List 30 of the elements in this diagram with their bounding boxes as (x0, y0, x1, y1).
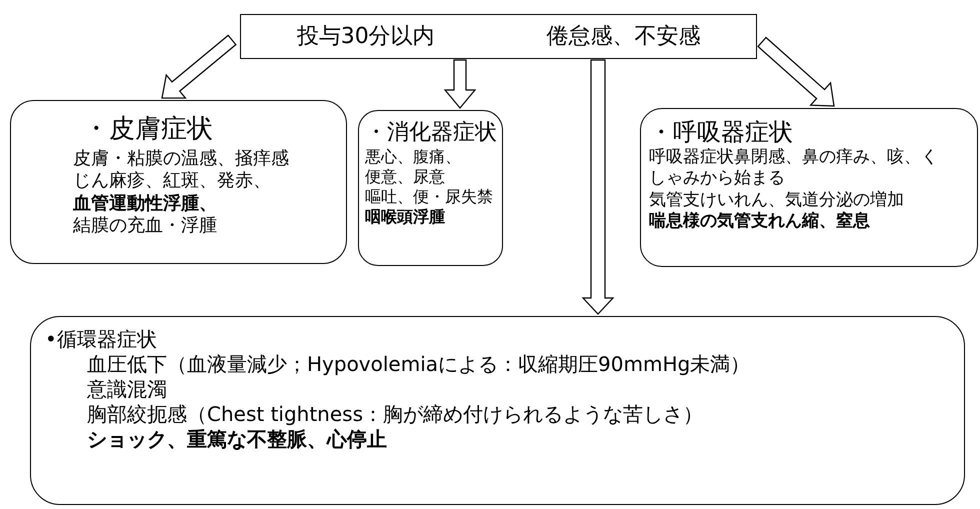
block-arrow (444, 59, 476, 109)
header-text: 倦怠感、不安感 (546, 22, 700, 50)
header-box (240, 14, 757, 59)
symptom-text: 咽喉頭浮腫 (365, 206, 446, 226)
section-heading: •循環器症状 (45, 327, 158, 352)
symptom-box (10, 100, 347, 264)
section-heading: ・皮膚症状 (83, 113, 214, 146)
symptom-box (30, 316, 965, 505)
symptom-text: 血圧低下（血液量減少；Hypovolemiaによる：収縮期圧90mmHg未満） (87, 352, 752, 377)
block-arrow (757, 36, 835, 107)
symptom-text: 嘔吐、便・尿失禁 (365, 186, 494, 206)
symptom-box (640, 108, 978, 267)
symptom-text: じん麻疹、紅斑、発赤、 (73, 170, 272, 192)
symptom-text: 便意、尿意 (365, 166, 446, 186)
symptom-text: 血管運動性浮腫、 (73, 192, 218, 215)
symptom-text: ショック、重篤な不整脈、心停止 (87, 427, 388, 452)
symptom-text: 呼吸器症状鼻閉感、鼻の痒み、咳、くしゃみから始まる (649, 147, 939, 190)
symptom-text: 悪心、腹痛、 (365, 146, 462, 166)
header-text: 投与30分以内 (296, 22, 435, 50)
block-arrow (582, 59, 614, 315)
symptom-text: 皮膚・粘膜の温感、掻痒感 (73, 148, 290, 170)
section-heading: ・消化器症状 (365, 119, 498, 146)
symptom-text: 結膜の充血・浮腫 (73, 215, 218, 238)
section-heading: ・呼吸器症状 (649, 117, 794, 147)
symptom-text: 喘息様の気管支れん縮、窒息 (649, 210, 871, 232)
block-arrow (161, 34, 237, 99)
symptom-text: 意識混濁 (87, 377, 168, 402)
symptom-box (358, 110, 503, 266)
symptom-text: 胸部絞扼感（Chest tightness：胸が締め付けられるような苦しさ） (87, 402, 704, 427)
symptom-text: 気管支けいれん、気道分泌の増加 (649, 190, 905, 211)
